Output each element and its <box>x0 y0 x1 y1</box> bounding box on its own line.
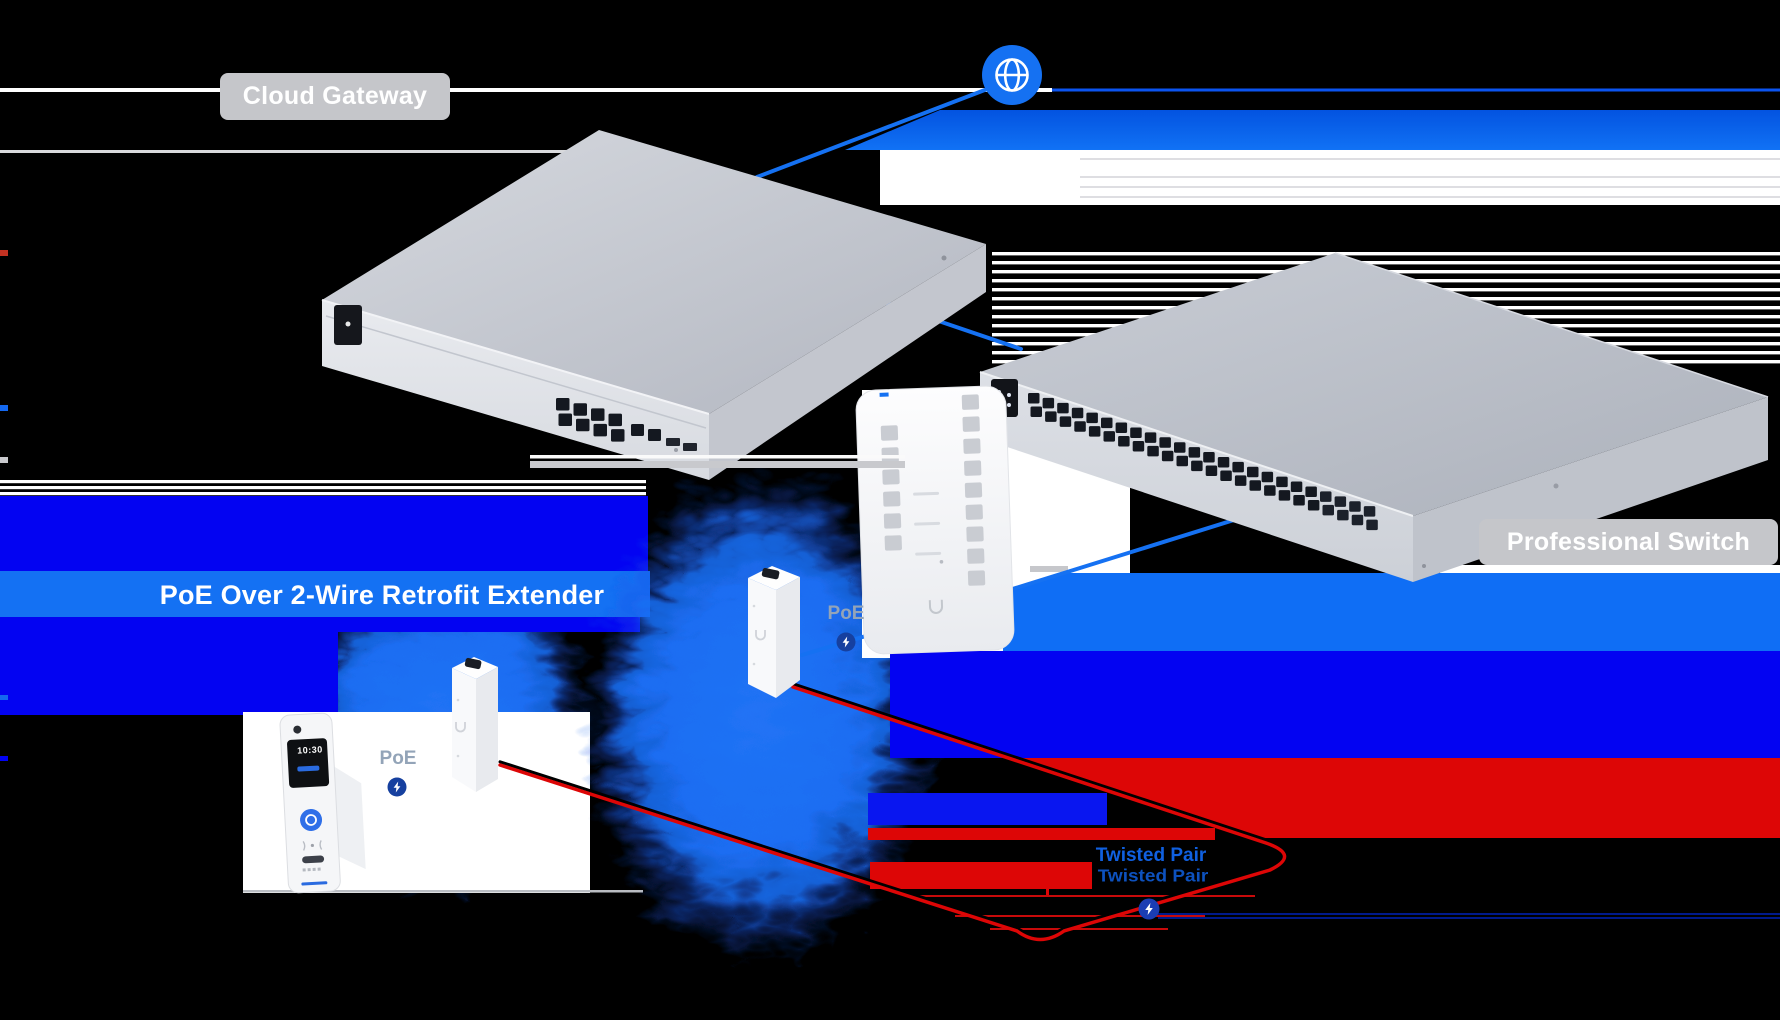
left-extender-device <box>452 657 498 792</box>
edge-glitch-ticks <box>0 250 8 761</box>
cloud-gateway-label: Cloud Gateway <box>220 73 450 120</box>
camera-icon <box>293 725 302 734</box>
globe-icon <box>982 45 1042 105</box>
switch-port-block <box>1028 393 1378 531</box>
twisted-pair-label: Twisted Pair <box>1095 845 1207 866</box>
lightning-icon <box>1145 903 1153 915</box>
nfc-icon <box>302 840 323 851</box>
left-blue-bands <box>0 480 650 715</box>
twisted-pair-wire <box>498 682 1287 942</box>
intercom-mount <box>334 766 366 870</box>
intercom-device <box>279 712 366 894</box>
navy-glitch-line <box>1158 913 1780 915</box>
overlay-glitch-stripes <box>530 455 905 468</box>
intercom-screen <box>287 738 330 788</box>
banner-band <box>0 571 650 617</box>
twisted-pair-label-glitch-copy: Twisted Pair <box>1097 866 1209 887</box>
lightning-icon <box>393 781 401 793</box>
poe-badge-left <box>387 777 407 797</box>
gateway-port-block <box>556 398 697 451</box>
inwall-terminal-blocks <box>880 394 986 586</box>
lightning-icon <box>842 636 850 648</box>
professional-switch-device <box>979 252 1769 582</box>
middle-extender-device <box>748 566 800 698</box>
inwall-device <box>855 385 1015 655</box>
rj45-port <box>761 567 780 580</box>
band-top-right-blue <box>845 110 1780 150</box>
middle-extender-glow <box>573 460 923 950</box>
u-logo <box>928 599 944 614</box>
u-logo <box>455 722 466 733</box>
band-right-bright-blue <box>1003 573 1780 651</box>
line-internet-to-gateway <box>755 86 992 179</box>
u-logo <box>755 630 766 641</box>
poe-label-left: PoE <box>379 748 417 769</box>
intercom-screen-time: 10:30 <box>296 744 324 756</box>
cloud-gateway-device <box>321 130 986 480</box>
band-right-pure-blue <box>890 651 1780 758</box>
twisted-pair-badge <box>1138 898 1160 920</box>
poe-label-middle: PoE <box>827 603 865 624</box>
right-glitch-bands <box>868 573 1780 930</box>
banner-title: PoE Over 2-Wire Retrofit Extender <box>159 579 605 610</box>
rj45-port <box>464 657 482 670</box>
poe-badge-middle <box>836 632 856 652</box>
professional-switch-label: Professional Switch <box>1479 519 1778 565</box>
doorbell-button-icon <box>300 808 323 831</box>
